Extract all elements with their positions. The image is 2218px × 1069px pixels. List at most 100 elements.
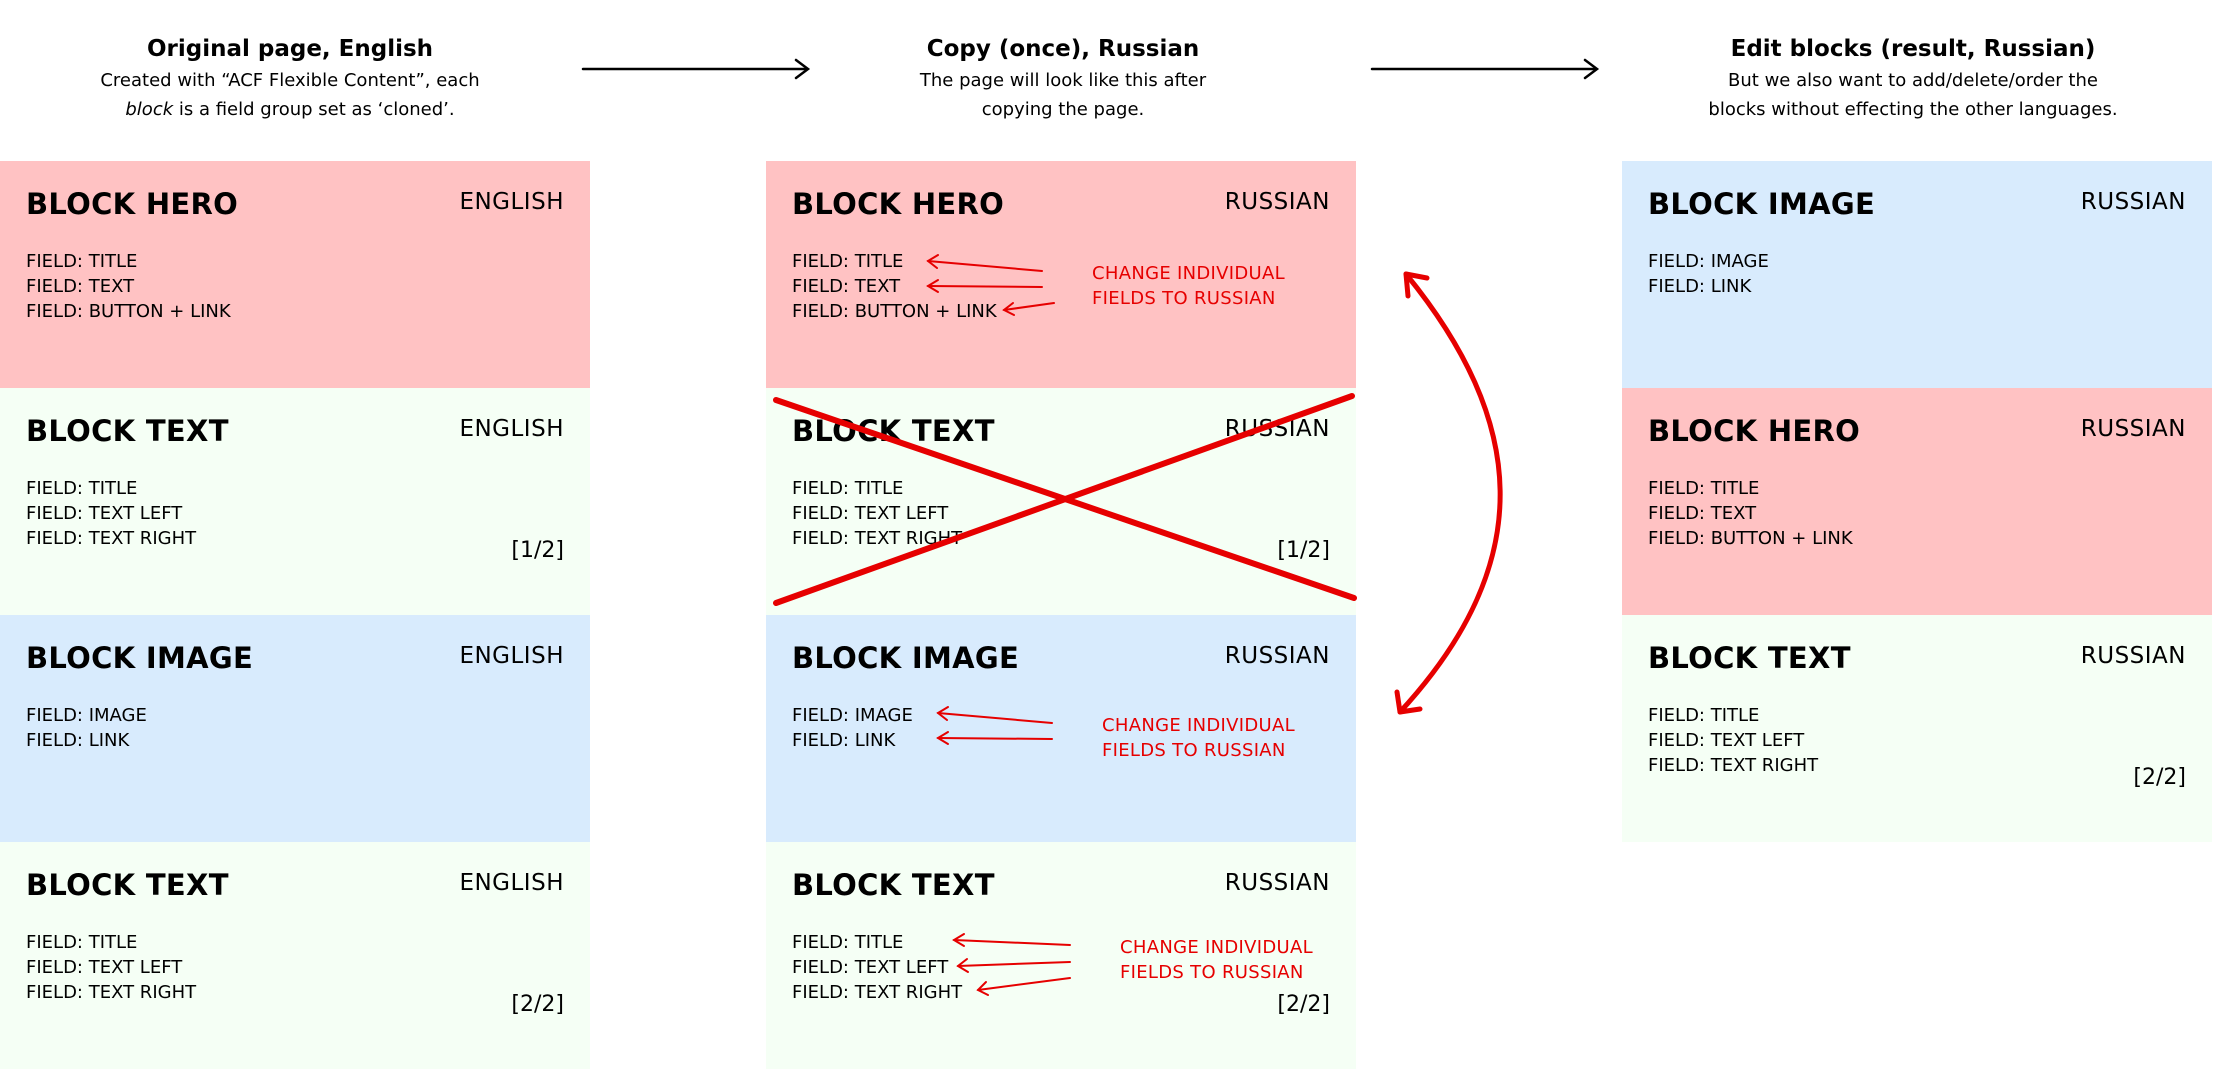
annotation-line: FIELDS TO RUSSIAN [1120,962,1304,983]
field-label: FIELD: TITLE [1648,478,1760,499]
reorder-curved-arrow [1394,271,1503,715]
annotation-line: CHANGE INDIVIDUAL [1092,263,1285,284]
block-fields: FIELD: TITLE FIELD: TEXT LEFT FIELD: TEX… [26,930,196,1005]
block-fields: FIELD: IMAGE FIELD: LINK [26,703,147,753]
block-language: RUSSIAN [1224,643,1330,669]
field-label: FIELD: BUTTON + LINK [792,301,997,322]
annotation-line: FIELDS TO RUSSIAN [1102,740,1286,761]
field-label: FIELD: BUTTON + LINK [26,301,231,322]
field-label: FIELD: IMAGE [26,705,147,726]
block-name: BLOCK IMAGE [26,641,254,675]
column-3-header: Edit blocks (result, Russian) But we als… [1633,32,2193,124]
block-part-counter: [2/2] [1277,992,1330,1017]
field-label: FIELD: TEXT LEFT [1648,730,1805,751]
column-1-header: Original page, English Created with “ACF… [10,32,570,124]
block-part-counter: [2/2] [511,992,564,1017]
annotation-text: CHANGE INDIVIDUAL FIELDS TO RUSSIAN [1120,935,1313,985]
block-fields: FIELD: IMAGE FIELD: LINK [792,703,913,753]
block-part-counter: [2/2] [2133,765,2186,790]
col2-block-image: BLOCK IMAGE RUSSIAN FIELD: IMAGE FIELD: … [766,615,1356,842]
field-label: FIELD: TEXT RIGHT [26,528,197,549]
column-3-description-line-2: blocks without effecting the other langu… [1708,99,2118,120]
block-fields: FIELD: TITLE FIELD: TEXT LEFT FIELD: TEX… [26,476,196,551]
col1-block-image: BLOCK IMAGE ENGLISH FIELD: IMAGE FIELD: … [0,615,590,842]
block-language: ENGLISH [459,643,564,669]
col2-block-text-2: BLOCK TEXT RUSSIAN FIELD: TITLE FIELD: T… [766,842,1356,1069]
block-fields: FIELD: TITLE FIELD: TEXT LEFT FIELD: TEX… [792,930,962,1005]
block-language: RUSSIAN [2080,643,2186,669]
field-label: FIELD: TITLE [792,478,904,499]
field-label: FIELD: LINK [1648,276,1752,297]
block-name: BLOCK TEXT [26,868,229,902]
column-1-description: Created with “ACF Flexible Content”, eac… [10,66,570,124]
field-label: FIELD: TITLE [26,478,138,499]
field-label: FIELD: BUTTON + LINK [1648,528,1853,549]
field-label: FIELD: LINK [792,730,896,751]
field-label: FIELD: TITLE [792,932,904,953]
column-3-description: But we also want to add/delete/order the… [1633,66,2193,124]
field-label: FIELD: TEXT RIGHT [792,528,963,549]
block-part-counter: [1/2] [1277,538,1330,563]
block-name: BLOCK TEXT [1648,641,1851,675]
field-label: FIELD: IMAGE [1648,251,1769,272]
column-2-description-line-1: The page will look like this after [919,70,1207,91]
column-3-title: Edit blocks (result, Russian) [1730,36,2096,62]
block-name: BLOCK TEXT [792,868,995,902]
field-label: FIELD: TEXT [26,276,135,297]
field-label: FIELD: LINK [26,730,130,751]
col1-block-text-2: BLOCK TEXT ENGLISH FIELD: TITLE FIELD: T… [0,842,590,1069]
col1-block-hero: BLOCK HERO ENGLISH FIELD: TITLE FIELD: T… [0,161,590,388]
block-fields: FIELD: TITLE FIELD: TEXT LEFT FIELD: TEX… [792,476,962,551]
block-language: ENGLISH [459,416,564,442]
annotation-image: CHANGE INDIVIDUAL FIELDS TO RUSSIAN [1102,713,1295,763]
block-language: ENGLISH [459,189,564,215]
field-label: FIELD: TITLE [26,932,138,953]
block-language: RUSSIAN [1224,189,1330,215]
column-1-description-part-3: is a field group set as ‘cloned’. [173,99,455,120]
field-label: FIELD: IMAGE [792,705,913,726]
field-label: FIELD: TEXT LEFT [26,957,183,978]
field-label: FIELD: TEXT RIGHT [26,982,197,1003]
block-language: RUSSIAN [2080,416,2186,442]
block-fields: FIELD: TITLE FIELD: TEXT LEFT FIELD: TEX… [1648,703,1818,778]
block-name: BLOCK HERO [26,187,239,221]
block-language: RUSSIAN [1224,416,1330,442]
block-fields: FIELD: TITLE FIELD: TEXT FIELD: BUTTON +… [792,249,997,324]
block-language: RUSSIAN [2080,189,2186,215]
field-label: FIELD: TEXT LEFT [792,957,949,978]
col1-block-text-1: BLOCK TEXT ENGLISH FIELD: TITLE FIELD: T… [0,388,590,615]
block-fields: FIELD: IMAGE FIELD: LINK [1648,249,1769,299]
block-name: BLOCK TEXT [792,414,995,448]
col3-block-text: BLOCK TEXT RUSSIAN FIELD: TITLE FIELD: T… [1622,615,2212,842]
col3-block-image: BLOCK IMAGE RUSSIAN FIELD: IMAGE FIELD: … [1622,161,2212,388]
flow-arrow-1 [581,58,811,80]
block-fields: FIELD: TITLE FIELD: TEXT FIELD: BUTTON +… [1648,476,1853,551]
field-label: FIELD: TEXT [1648,503,1757,524]
block-name: BLOCK TEXT [26,414,229,448]
block-name: BLOCK HERO [792,187,1005,221]
block-fields: FIELD: TITLE FIELD: TEXT FIELD: BUTTON +… [26,249,231,324]
block-name: BLOCK IMAGE [1648,187,1876,221]
column-1-description-emphasis: block [125,99,174,120]
col2-block-text-1-deleted: BLOCK TEXT RUSSIAN FIELD: TITLE FIELD: T… [766,388,1356,615]
column-2-description: The page will look like this after copyi… [783,66,1343,124]
block-name: BLOCK HERO [1648,414,1861,448]
field-label: FIELD: TITLE [792,251,904,272]
column-1-description-part-1: Created with “ACF Flexible Content”, eac… [100,70,480,91]
field-label: FIELD: TITLE [26,251,138,272]
field-label: FIELD: TEXT [792,276,901,297]
flow-arrow-2 [1370,58,1600,80]
col3-block-hero: BLOCK HERO RUSSIAN FIELD: TITLE FIELD: T… [1622,388,2212,615]
annotation-line: CHANGE INDIVIDUAL [1102,715,1295,736]
annotation-line: CHANGE INDIVIDUAL [1120,937,1313,958]
field-label: FIELD: TEXT LEFT [26,503,183,524]
field-label: FIELD: TEXT RIGHT [792,982,963,1003]
block-part-counter: [1/2] [511,538,564,563]
field-label: FIELD: TITLE [1648,705,1760,726]
column-2-header: Copy (once), Russian The page will look … [783,32,1343,124]
annotation-hero: CHANGE INDIVIDUAL FIELDS TO RUSSIAN [1092,261,1285,311]
field-label: FIELD: TEXT RIGHT [1648,755,1819,776]
column-2-title: Copy (once), Russian [926,36,1200,62]
column-1-title: Original page, English [146,36,434,62]
annotation-line: FIELDS TO RUSSIAN [1092,288,1276,309]
